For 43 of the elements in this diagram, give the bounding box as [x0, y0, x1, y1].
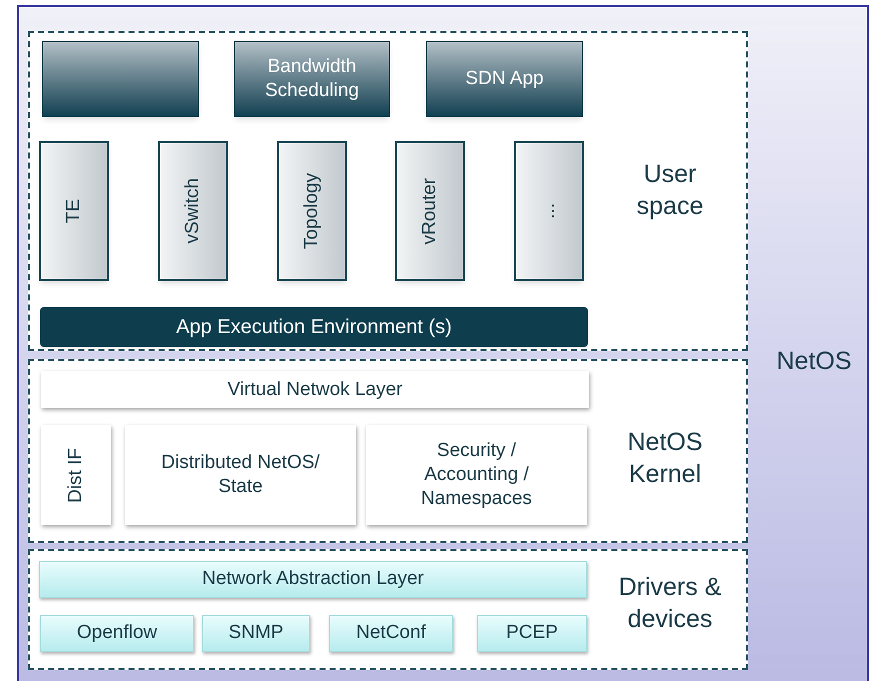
driver-box [477, 615, 587, 652]
driver-box [329, 615, 453, 652]
netos-panel [17, 5, 869, 681]
layer-label: Drivers & devices [618, 572, 722, 635]
box-label: Dist IF [64, 448, 87, 502]
box-label: Topology [300, 172, 323, 250]
driver-box [39, 561, 587, 598]
box-label: vSwitch [180, 178, 204, 244]
kernel-box [41, 425, 111, 525]
box-label: Network Abstraction Layer [202, 567, 424, 592]
module-box [158, 141, 228, 281]
box-label: Bandwidth Scheduling [264, 55, 360, 103]
layer-label: NetOS Kernel [626, 427, 704, 490]
app-box [426, 41, 583, 117]
box-label: PCEP [506, 621, 558, 646]
module-box [39, 141, 109, 281]
box-label: SDN App [465, 67, 544, 91]
box-label: Openflow [76, 621, 158, 646]
box-label: vRouter [418, 178, 441, 244]
box-label: SNMP [228, 621, 284, 646]
driver-box [202, 615, 310, 652]
box-label: Virtual Netwok Layer [228, 378, 402, 402]
app-box [42, 41, 199, 117]
box-label: NetConf [356, 621, 426, 646]
driver-box [40, 615, 194, 652]
box-label: TE [62, 198, 85, 224]
environment-bar [40, 307, 588, 347]
layer-label: NetOS [775, 346, 853, 377]
kernel-box [125, 425, 356, 525]
kernel-box [41, 371, 589, 408]
box-label: Security / Accounting / Namespaces [420, 439, 533, 511]
app-box [234, 41, 390, 117]
layer-label: User space [636, 159, 704, 222]
layer-panel [28, 359, 748, 543]
module-box [514, 141, 584, 281]
kernel-box [366, 425, 587, 525]
module-box [277, 141, 347, 281]
box-label: ... [536, 203, 560, 219]
box-label: App Execution Environment (s) [176, 315, 452, 340]
box-label: Distributed NetOS/ State [160, 451, 321, 499]
module-box [395, 141, 465, 281]
layer-panel [28, 31, 748, 351]
layer-panel [28, 549, 748, 670]
